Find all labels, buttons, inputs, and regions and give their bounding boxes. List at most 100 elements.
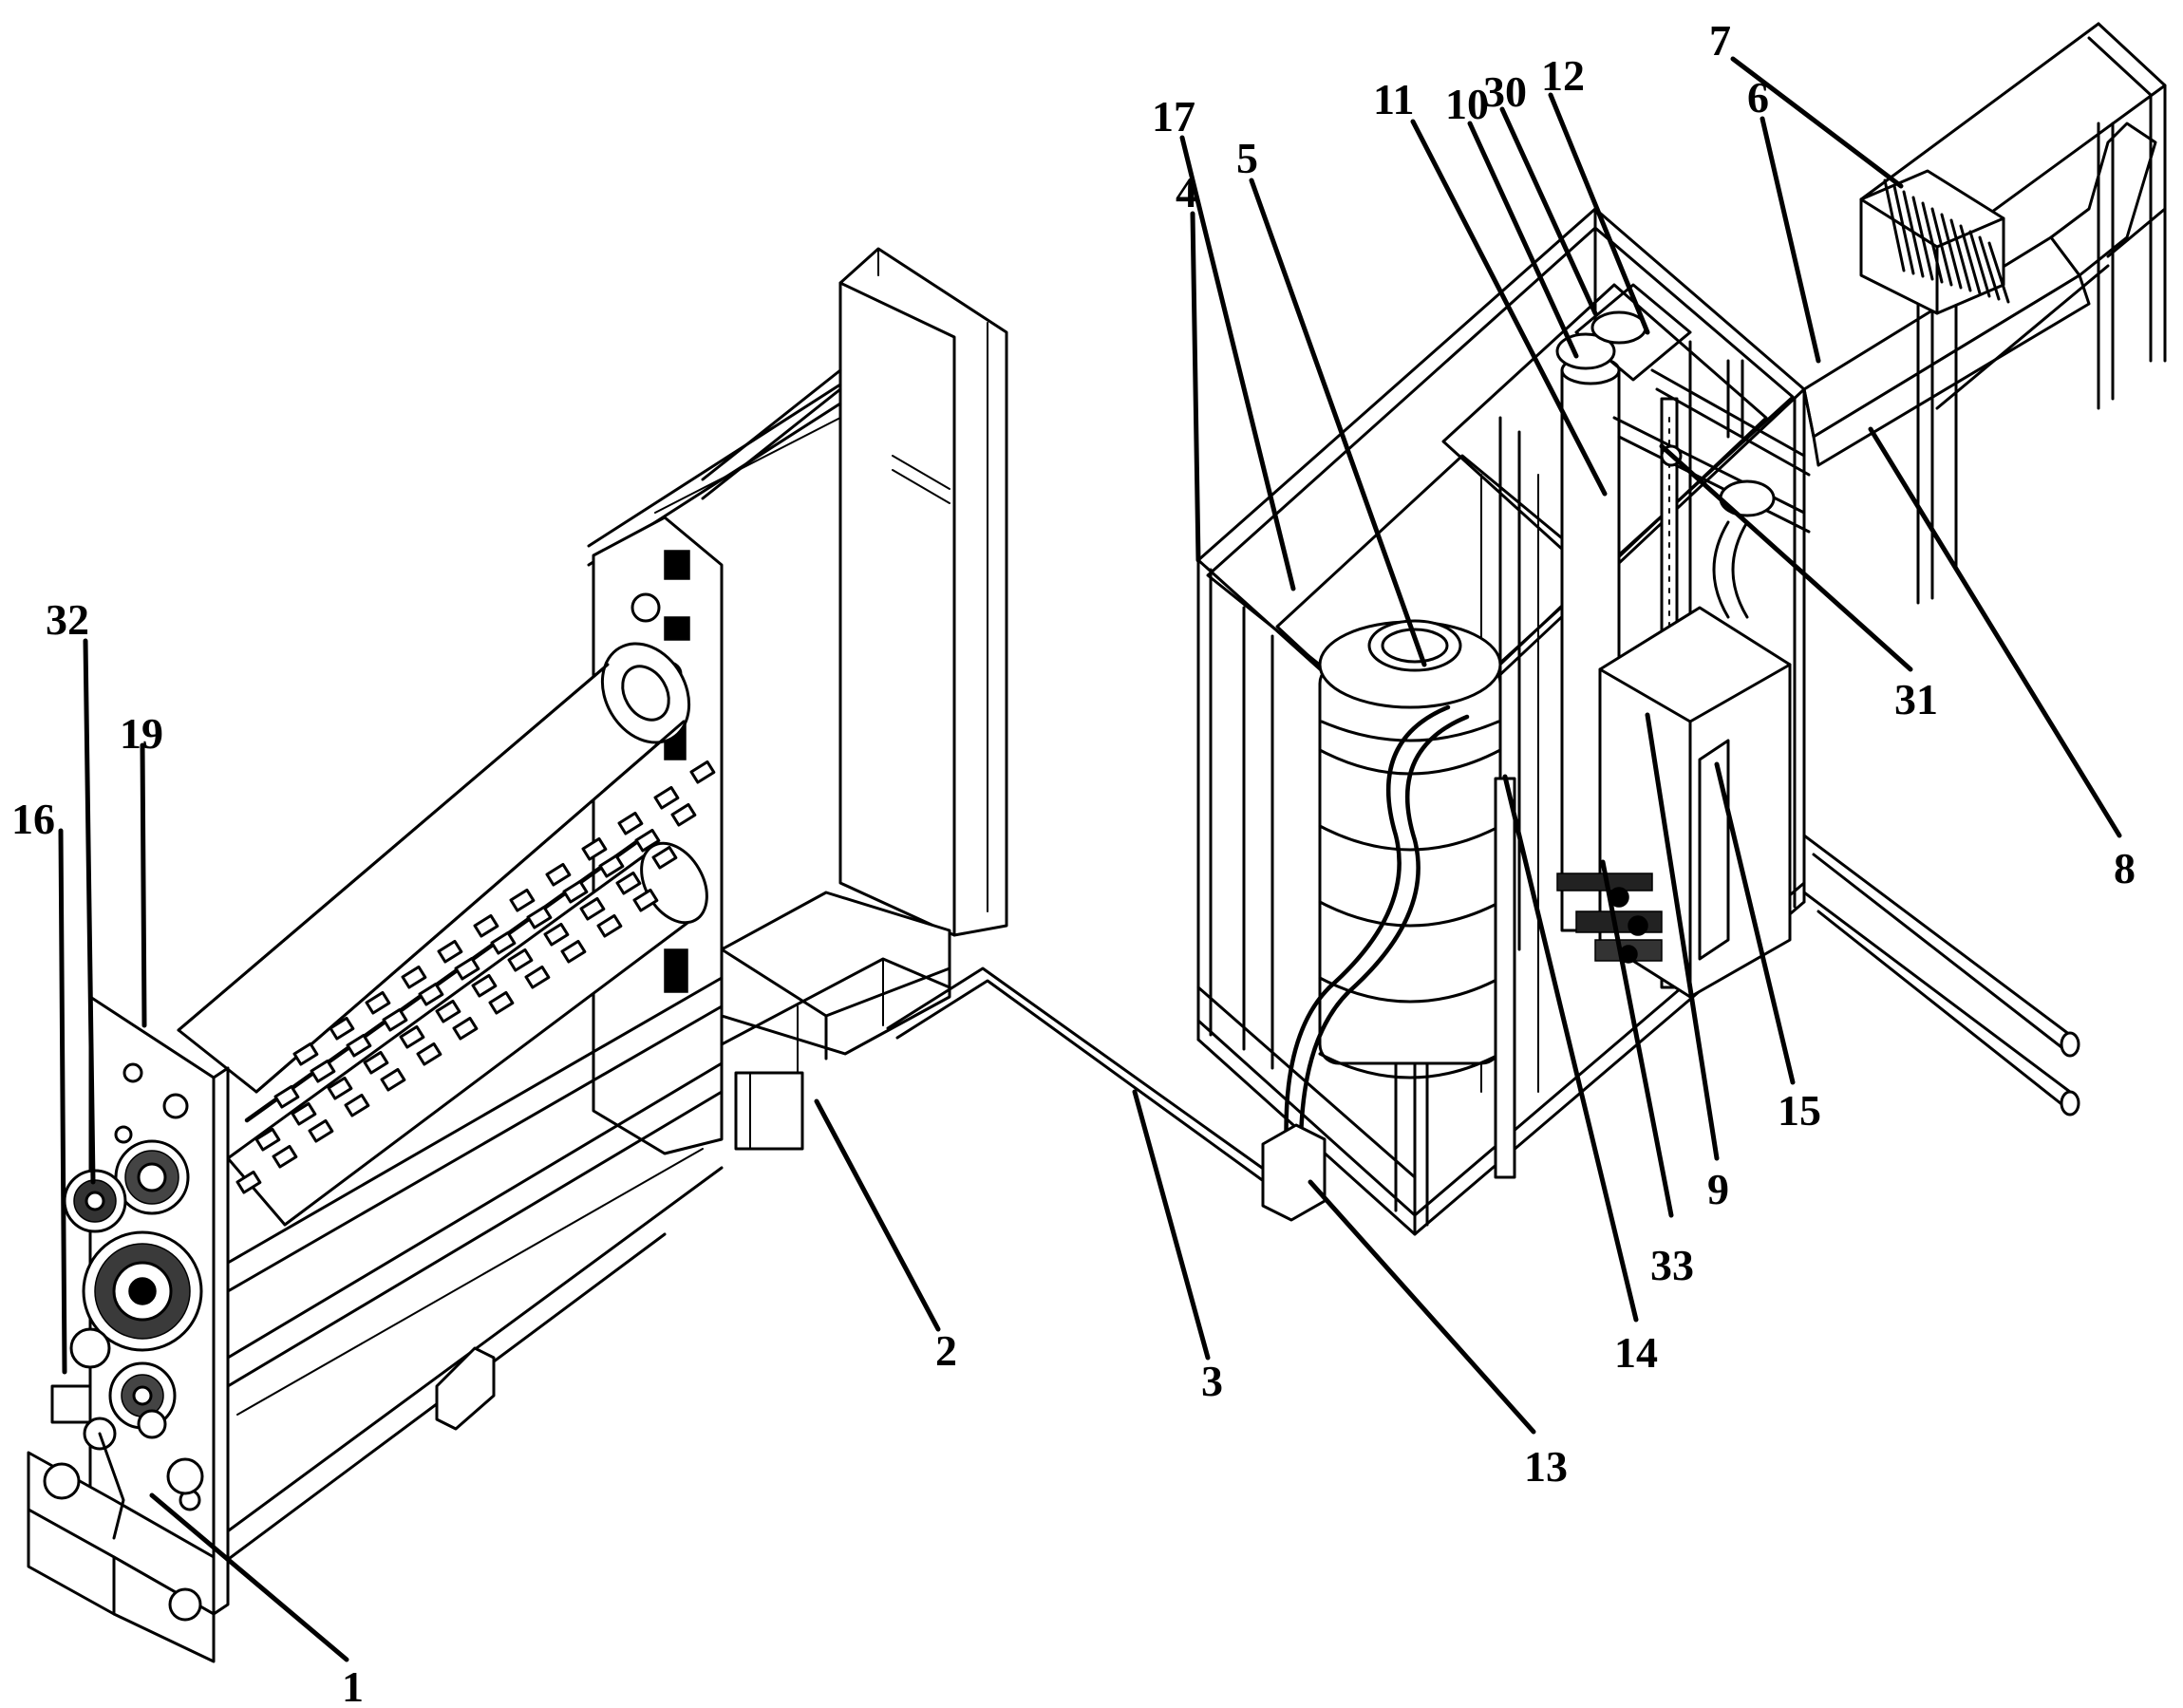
fin xyxy=(1968,230,1991,298)
leader-10 xyxy=(1467,121,1579,359)
clamp-pad xyxy=(598,854,625,878)
clamp-pad xyxy=(507,948,534,972)
leader-2 xyxy=(814,1098,941,1332)
roller-clamp-pads xyxy=(235,760,716,1194)
label-16: 16 xyxy=(11,795,55,843)
fin xyxy=(1959,224,1982,295)
clamp-pad xyxy=(471,973,498,998)
label-6: 6 xyxy=(1747,73,1769,122)
label-31: 31 xyxy=(1894,675,1938,723)
fin xyxy=(1949,218,1972,292)
clamp-pad xyxy=(579,896,606,921)
label-5: 5 xyxy=(1236,134,1258,182)
label-17: 17 xyxy=(1152,92,1195,141)
clamp-pad xyxy=(545,862,572,887)
leader-33 xyxy=(1600,859,1674,1218)
clamp-pad xyxy=(329,1016,355,1041)
leader-14 xyxy=(1502,774,1639,1323)
label-12: 12 xyxy=(1541,51,1585,100)
leader-lines xyxy=(58,56,2122,1662)
clamp-pad xyxy=(670,802,697,827)
label-32: 32 xyxy=(46,595,89,644)
label-11: 11 xyxy=(1373,75,1414,123)
reference-numerals: 1 2 3 4 5 6 7 8 9 10 11 12 13 14 15 16 1… xyxy=(11,16,2136,1708)
label-7: 7 xyxy=(1709,16,1731,65)
clamp-pad xyxy=(596,913,623,938)
clamp-pad xyxy=(273,1084,300,1109)
clamp-pad xyxy=(452,1016,479,1041)
clamp-pad xyxy=(363,1050,389,1075)
fin xyxy=(1940,213,1963,290)
clamp-pad xyxy=(401,965,427,989)
label-3: 3 xyxy=(1201,1357,1223,1405)
fin xyxy=(1892,184,1915,275)
clamp-pad xyxy=(308,1118,334,1143)
clamp-pad xyxy=(380,1067,406,1092)
valve-cluster xyxy=(1556,873,1663,964)
leader-8 xyxy=(1868,426,2122,838)
clamp-pad xyxy=(310,1059,336,1083)
clamp-pad xyxy=(235,1170,262,1194)
recovery-unit xyxy=(1196,22,2167,1236)
leader-7 xyxy=(1730,56,1904,189)
clamp-pad xyxy=(651,845,678,870)
leader-19 xyxy=(140,742,147,1028)
clamp-pad xyxy=(653,785,680,810)
clamp-pad xyxy=(327,1076,353,1100)
fin xyxy=(1921,201,1944,284)
clamp-pad xyxy=(689,760,716,784)
fin xyxy=(1978,235,2001,301)
clamp-pad xyxy=(617,811,644,835)
clamp-pad xyxy=(272,1144,298,1169)
leader-13 xyxy=(1308,1179,1536,1435)
label-33: 33 xyxy=(1650,1241,1694,1289)
clamp-pad xyxy=(346,1033,372,1058)
clamp-pad xyxy=(254,1127,281,1152)
label-2: 2 xyxy=(935,1326,957,1375)
clamp-pad xyxy=(382,1007,408,1032)
clamp-pad xyxy=(562,879,589,904)
fin xyxy=(1987,241,2010,304)
clamp-pad xyxy=(560,939,587,964)
clamp-pad xyxy=(509,888,536,912)
leader-9 xyxy=(1645,712,1720,1161)
clamp-pad xyxy=(435,999,461,1023)
clamp-pad xyxy=(454,956,480,981)
label-30: 30 xyxy=(1483,67,1527,116)
clamp-pad xyxy=(416,1042,442,1066)
label-13: 13 xyxy=(1524,1442,1568,1491)
leader-30 xyxy=(1499,106,1598,316)
label-15: 15 xyxy=(1778,1086,1821,1135)
leader-1 xyxy=(149,1492,349,1662)
clamp-pad xyxy=(344,1093,370,1117)
leader-5 xyxy=(1249,178,1427,667)
leader-15 xyxy=(1714,761,1796,1085)
label-10: 10 xyxy=(1445,80,1489,128)
leader-11 xyxy=(1410,119,1608,497)
clamp-pad xyxy=(526,905,553,929)
leader-12 xyxy=(1548,92,1650,335)
label-1: 1 xyxy=(342,1662,364,1708)
clamp-pad xyxy=(632,888,659,912)
label-4: 4 xyxy=(1176,168,1197,216)
leader-4 xyxy=(1190,211,1201,563)
fin xyxy=(1911,196,1934,281)
leader-17 xyxy=(1179,135,1296,591)
clamp-pad xyxy=(399,1024,425,1049)
leader-16 xyxy=(58,828,67,1375)
clamp-pad xyxy=(291,1101,317,1126)
clamp-pad xyxy=(488,990,515,1015)
leader-31 xyxy=(1659,443,1913,672)
connecting-pipe xyxy=(886,967,1284,1184)
clamp-pad xyxy=(490,930,517,955)
leader-32 xyxy=(83,638,96,1185)
clamp-pad xyxy=(365,990,391,1015)
label-14: 14 xyxy=(1614,1328,1658,1377)
clamp-pad xyxy=(473,913,499,938)
clamp-pad xyxy=(292,1042,319,1066)
label-8: 8 xyxy=(2114,844,2136,892)
clamp-pad xyxy=(634,828,661,853)
fin xyxy=(1902,190,1925,278)
clamp-pad xyxy=(437,939,463,964)
